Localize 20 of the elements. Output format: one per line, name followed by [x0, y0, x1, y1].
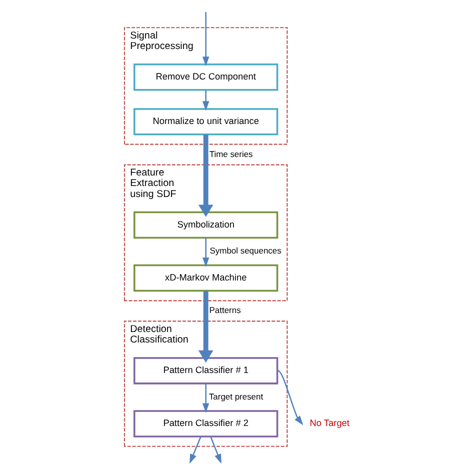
edge-label: Time series	[208, 148, 252, 159]
node-box: Symbolization	[133, 211, 278, 239]
edge-label: Patterns	[208, 305, 240, 316]
arrow	[198, 290, 213, 363]
node-box: Pattern Classifier # 1	[133, 357, 278, 384]
arrow	[198, 134, 213, 217]
arrow	[277, 370, 303, 426]
edge-label: Target present	[208, 391, 263, 402]
arrow	[210, 436, 221, 464]
arrow	[189, 436, 201, 464]
node-box: Normalize to unit variance	[133, 108, 278, 136]
edge-label: Symbol sequences	[209, 246, 281, 256]
arrow	[202, 90, 209, 111]
node-box: xD-Markov Machine	[133, 264, 278, 292]
node-text: No Target	[309, 418, 349, 428]
node-box: Pattern Classifier # 2	[133, 410, 278, 438]
arrow	[202, 238, 209, 268]
arrow	[202, 384, 209, 413]
node-box: Remove DC Component	[133, 64, 278, 91]
arrow	[202, 12, 209, 66]
